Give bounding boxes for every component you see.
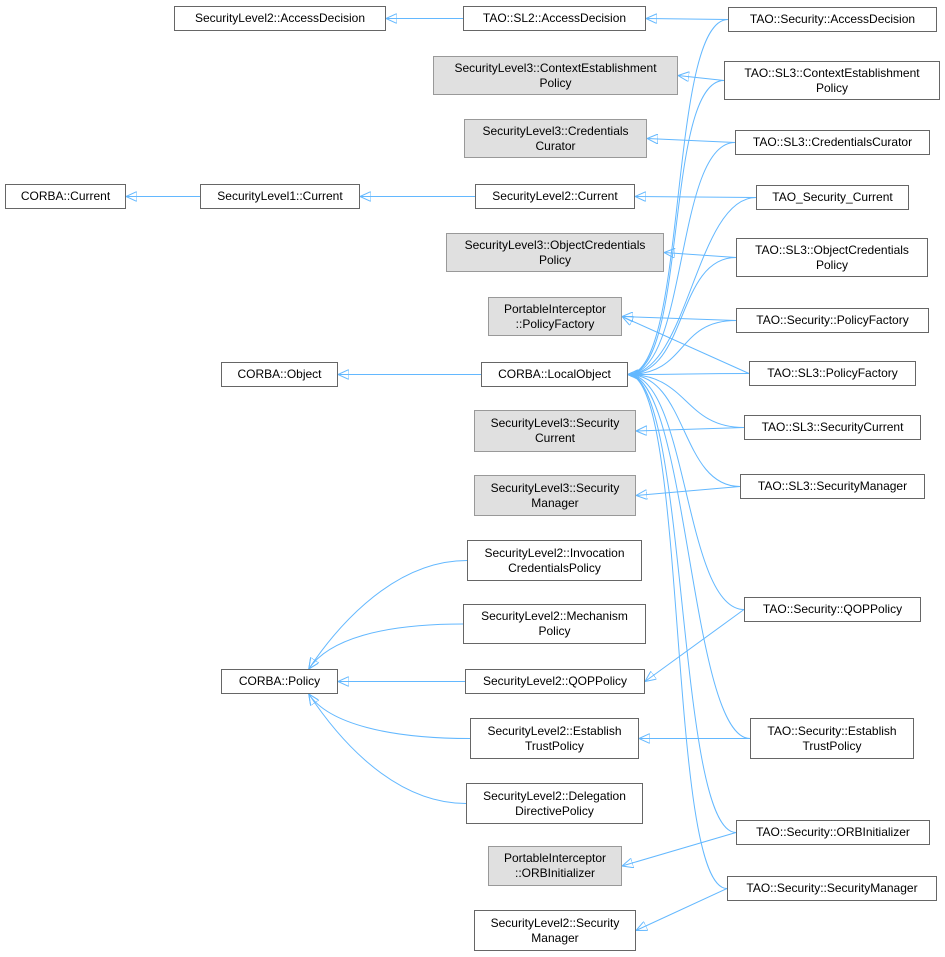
edge-tao_sl3_ctx_policy-to-corba_localobject (628, 80, 725, 375)
node-securitylevel3-credentialscurator[interactable]: SecurityLevel3::Credentials Curator (464, 119, 647, 158)
node-tao-security-current[interactable]: TAO_Security_Current (756, 185, 909, 210)
node-tao-security-accessdecision[interactable]: TAO::Security::AccessDecision (728, 7, 937, 32)
node-securitylevel2-mechanismpolicy[interactable]: SecurityLevel2::Mechanism Policy (463, 604, 646, 644)
edge-tao_sec_orbinit-to-corba_localobject (628, 375, 737, 833)
node-tao-security-policyfactory[interactable]: TAO::Security::PolicyFactory (736, 308, 929, 333)
edge-tao_sl3_credcurator-to-corba_localobject (628, 142, 736, 375)
edge-tao_sl3_credcurator-to-sl3_credcurator (647, 139, 736, 143)
edge-tao_sl3_policyfactory-to-corba_localobject (628, 374, 750, 375)
node-corba-localobject[interactable]: CORBA::LocalObject (481, 362, 628, 387)
node-tao-security-establishtrustpolicy[interactable]: TAO::Security::Establish TrustPolicy (750, 718, 914, 759)
node-tao-sl3-credentialscurator[interactable]: TAO::SL3::CredentialsCurator (735, 130, 930, 155)
node-corba-object[interactable]: CORBA::Object (221, 362, 338, 387)
node-corba-current[interactable]: CORBA::Current (5, 184, 126, 209)
edge-tao_sl3_secmanager-to-corba_localobject (628, 375, 741, 487)
edge-tao_sec_secmanager-to-corba_localobject (628, 375, 728, 889)
edge-tao_sec_esttrust_policy-to-corba_localobject (628, 375, 751, 739)
edge-sl2_invcred_policy-to-corba_policy (309, 560, 468, 670)
node-securitylevel2-accessdecision[interactable]: SecurityLevel2::AccessDecision (174, 6, 386, 31)
node-securitylevel2-securitymanager[interactable]: SecurityLevel2::Security Manager (474, 910, 636, 951)
edge-tao_sl3_secmanager-to-sl3_secmanager (636, 486, 741, 496)
node-securitylevel2-current[interactable]: SecurityLevel2::Current (475, 184, 635, 209)
node-corba-policy[interactable]: CORBA::Policy (221, 669, 338, 694)
node-securitylevel2-invocationcredentialspolicy[interactable]: SecurityLevel2::Invocation CredentialsPo… (467, 540, 642, 581)
node-tao-sl3-policyfactory[interactable]: TAO::SL3::PolicyFactory (749, 361, 916, 386)
edge-tao_sl3_objcred_policy-to-corba_localobject (628, 257, 737, 375)
node-securitylevel3-securitymanager[interactable]: SecurityLevel3::Security Manager (474, 475, 636, 516)
node-tao-security-securitymanager[interactable]: TAO::Security::SecurityManager (727, 876, 937, 901)
edge-tao_sl3_objcred_policy-to-sl3_objcred_policy (664, 253, 737, 258)
node-securitylevel3-objectcredentialspolicy[interactable]: SecurityLevel3::ObjectCredentials Policy (446, 233, 664, 272)
node-tao-security-qoppolicy[interactable]: TAO::Security::QOPPolicy (744, 597, 921, 622)
node-securitylevel2-establishtrustpolicy[interactable]: SecurityLevel2::Establish TrustPolicy (470, 718, 639, 759)
edge-tao_sec_qoppolicy-to-sl2_qoppolicy (645, 609, 745, 682)
edge-tao_sec_qoppolicy-to-corba_localobject (628, 375, 745, 610)
node-tao-sl3-objectcredentialspolicy[interactable]: TAO::SL3::ObjectCredentials Policy (736, 238, 928, 277)
node-tao-sl3-securitycurrent[interactable]: TAO::SL3::SecurityCurrent (744, 415, 921, 440)
edge-tao_sec_policyfactory-to-corba_localobject (628, 320, 737, 375)
edge-tao_sl3_policyfactory-to-pi_policyfactory (622, 317, 750, 374)
edge-tao_sec_accessdecision-to-corba_localobject (628, 19, 729, 375)
node-securitylevel3-securitycurrent[interactable]: SecurityLevel3::Security Current (474, 410, 636, 452)
node-securitylevel2-delegationdirectivepolicy[interactable]: SecurityLevel2::Delegation DirectivePoli… (466, 783, 643, 824)
edge-sl2_mech_policy-to-corba_policy (309, 623, 464, 669)
edge-tao_sec_secmanager-to-sl2_secmanager (636, 888, 728, 931)
node-securitylevel2-qoppolicy[interactable]: SecurityLevel2::QOPPolicy (465, 669, 645, 694)
edge-tao_sl3_seccurrent-to-sl3_seccurrent (636, 428, 745, 432)
node-tao-sl3-contextestablishmentpolicy[interactable]: TAO::SL3::ContextEstablishment Policy (724, 61, 940, 100)
edge-sl2_esttrust_policy-to-corba_policy (309, 694, 471, 739)
edge-sl2_deldir_policy-to-corba_policy (309, 694, 467, 804)
node-securitylevel3-contextestablishmentpolicy[interactable]: SecurityLevel3::ContextEstablishment Pol… (433, 56, 678, 95)
edge-tao_sec_orbinit-to-pi_orbinit (622, 832, 737, 867)
node-securitylevel1-current[interactable]: SecurityLevel1::Current (200, 184, 360, 209)
edge-tao_security_current-to-corba_localobject (628, 197, 757, 375)
edge-tao_sec_accessdecision-to-tao_sl2_accessdecision (646, 19, 729, 20)
node-portableinterceptor-orbinitializer[interactable]: PortableInterceptor ::ORBInitializer (488, 846, 622, 886)
edge-tao_sl3_ctx_policy-to-sl3_ctx_policy (678, 76, 725, 81)
node-tao-security-orbinitializer[interactable]: TAO::Security::ORBInitializer (736, 820, 930, 845)
node-tao-sl2-accessdecision[interactable]: TAO::SL2::AccessDecision (463, 6, 646, 31)
node-tao-sl3-securitymanager[interactable]: TAO::SL3::SecurityManager (740, 474, 925, 499)
edge-tao_sl3_seccurrent-to-corba_localobject (628, 375, 745, 428)
node-portableinterceptor-policyfactory[interactable]: PortableInterceptor ::PolicyFactory (488, 297, 622, 336)
